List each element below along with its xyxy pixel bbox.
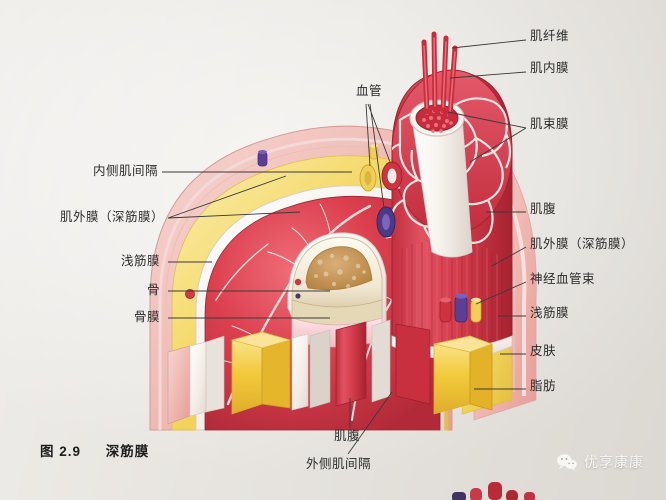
label-text: 浅筋膜 [530, 306, 570, 320]
deep-vessels [359, 161, 403, 238]
label-lateral-intermuscular-septum: 外侧肌间隔 [306, 458, 371, 471]
label-muscle-belly-right: 肌腹 [530, 203, 556, 216]
label-superficial-fascia-right: 浅筋膜 [530, 307, 569, 320]
leader-blood-vessel [365, 103, 391, 209]
label-text: 肌外膜（深筋膜） [59, 210, 164, 224]
label-text: 内侧肌间隔 [92, 164, 158, 178]
label-bone: 骨 [0, 284, 160, 297]
label-text: 肌腹 [530, 202, 557, 216]
label-muscle-fiber: 肌纤维 [530, 30, 569, 43]
label-epimysium-left: 肌外膜（深筋膜） [0, 211, 164, 224]
leader-neurovascular [475, 281, 527, 305]
label-text: 皮肤 [530, 344, 557, 358]
figure-caption: 图 2.9 深筋膜 [40, 440, 149, 460]
figure-number: 图 2.9 [40, 444, 82, 459]
label-blood-vessel: 血管 [356, 85, 382, 98]
label-medial-intermuscular-septum: 内侧肌间隔 [0, 165, 158, 178]
leader-perimysium [447, 111, 527, 163]
label-text: 肌腹 [334, 429, 361, 443]
layer-slabs [167, 319, 494, 425]
next-figure-fragment [452, 482, 535, 500]
label-text: 外侧肌间隔 [306, 457, 372, 471]
label-periosteum: 骨膜 [0, 311, 160, 324]
label-muscle-belly-bottom: 肌腹 [334, 430, 360, 443]
leader-lateral-septum [347, 391, 393, 455]
fascicle-bundle [409, 31, 473, 258]
label-neurovascular-bundle: 神经血管束 [530, 273, 595, 286]
leader-lines [162, 39, 527, 455]
leader-muscle-fiber [451, 39, 527, 49]
label-text: 骨 [146, 283, 160, 297]
label-text: 肌内膜 [530, 61, 570, 75]
neurovascular-bundle [439, 293, 482, 323]
figure-title: 深筋膜 [105, 444, 150, 459]
label-text: 脂肪 [530, 379, 557, 393]
label-text: 血管 [356, 84, 383, 98]
label-epimysium-right: 肌外膜（深筋膜） [530, 238, 634, 251]
label-endomysium: 肌内膜 [530, 62, 569, 75]
label-text: 肌束膜 [530, 117, 570, 131]
label-superficial-fascia-left: 浅筋膜 [0, 255, 160, 268]
label-text: 浅筋膜 [120, 254, 160, 268]
leader-epimysium-right [491, 246, 527, 267]
leader-endomysium [449, 71, 527, 79]
label-fat: 脂肪 [530, 380, 556, 393]
label-text: 肌纤维 [530, 29, 570, 43]
watermark: 优享康康 [556, 452, 644, 472]
label-perimysium: 肌束膜 [530, 118, 569, 131]
label-text: 骨膜 [133, 310, 160, 324]
label-skin: 皮肤 [530, 345, 556, 358]
leader-epimysium-left [167, 175, 301, 219]
label-text: 肌外膜（深筋膜） [530, 237, 635, 251]
wechat-icon [556, 453, 578, 471]
muscle-belly-block [391, 31, 537, 421]
watermark-text: 优享康康 [584, 454, 644, 470]
label-text: 神经血管束 [530, 272, 596, 286]
